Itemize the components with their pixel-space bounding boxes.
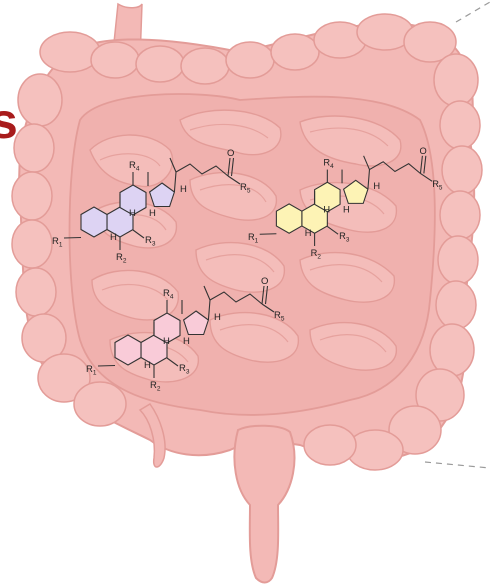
hydrogen-label-4: H [180, 184, 187, 195]
hydrogen-label-3: H [149, 208, 156, 219]
hydrogen-label-4: H [373, 181, 380, 191]
rectum [233, 424, 296, 584]
r1-bond [63, 236, 82, 239]
r1-label: R1 [52, 236, 63, 249]
heading-fragment: s [0, 93, 18, 149]
r2-label: R2 [116, 252, 127, 265]
carbonyl-bond [261, 285, 265, 305]
side-chain [175, 163, 229, 177]
r3-bond [132, 229, 145, 239]
r2-label: R2 [311, 248, 322, 260]
hydrogen-label-3: H [343, 205, 350, 215]
ring-d [342, 179, 369, 204]
hydrogen-label-2: H [144, 360, 151, 371]
r5-bond [420, 173, 433, 182]
r5-label: R5 [240, 182, 251, 195]
r5-label: R5 [432, 179, 443, 191]
ring-d [148, 182, 176, 208]
r2-label: R2 [150, 380, 161, 393]
carbonyl-bond-2 [230, 157, 235, 177]
side-chain [209, 291, 263, 305]
appendix [138, 403, 166, 468]
r1-label: R1 [86, 364, 97, 377]
dashed-guide-bottom [424, 461, 490, 469]
r4-label: R4 [323, 158, 334, 170]
r1-bond [97, 364, 116, 367]
ring-highlight-2 [314, 181, 341, 213]
oxygen-label: O [261, 276, 268, 287]
carbonyl-bond-2 [423, 155, 427, 174]
oxygen-label: O [227, 148, 234, 159]
r4-label: R4 [129, 160, 140, 173]
r5-label: R5 [274, 310, 285, 323]
hydrogen-label-2: H [110, 232, 117, 243]
ring-a [275, 203, 303, 234]
hydrogen-label-4: H [214, 312, 221, 323]
carbonyl-bond [227, 157, 231, 177]
small-intestine [68, 93, 436, 416]
r3-label: R3 [339, 231, 350, 243]
ring-d [182, 310, 210, 336]
r3-bond [166, 357, 179, 367]
r3-label: R3 [179, 363, 190, 376]
carbonyl-bond [419, 155, 423, 174]
dashed-guide-top [455, 1, 490, 23]
r5-bond [227, 175, 241, 185]
r3-bond [327, 225, 339, 235]
hydrogen-label-1: H [129, 208, 136, 219]
ring-a [80, 206, 108, 238]
ring-a [114, 334, 142, 366]
hydrogen-label-3: H [183, 336, 190, 347]
r1-label: R1 [248, 232, 259, 244]
r3-label: R3 [145, 235, 156, 248]
r4-label: R4 [163, 288, 174, 301]
side-chain [369, 161, 421, 174]
r5-bond [261, 303, 275, 313]
oxygen-label: O [419, 146, 426, 156]
carbonyl-bond-2 [264, 285, 269, 305]
hydrogen-label-1: H [163, 336, 170, 347]
hydrogen-label-1: H [323, 205, 330, 215]
hydrogen-label-2: H [305, 228, 312, 238]
